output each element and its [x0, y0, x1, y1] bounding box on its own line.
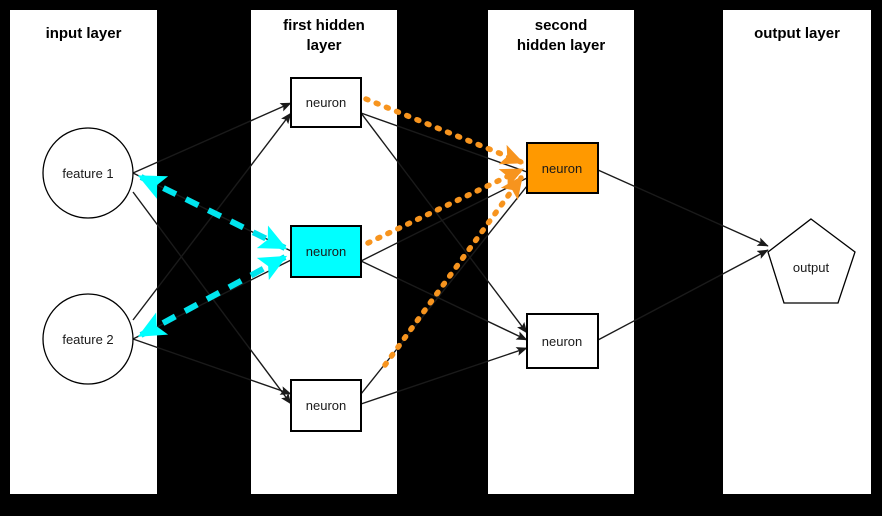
orange-arrow-hidden1-neuron2-to-hidden2-neuron1: [365, 167, 524, 246]
panel-hidden2-title-line-2: hidden layer: [517, 37, 606, 54]
node-feature-2[interactable]: feature 2: [42, 293, 134, 385]
highlight-arrows-orange: [363, 96, 525, 368]
output-label: output: [793, 260, 830, 275]
panel-hidden1-title-line-2: layer: [306, 37, 341, 54]
edge-h1n3-to-h2n2: [360, 347, 528, 405]
node-hidden1-neuron-3[interactable]: neuron: [290, 379, 362, 432]
hidden1-neuron-3-label: neuron: [306, 398, 346, 413]
edge-h1n1-to-h2n2: [360, 112, 528, 334]
feature-2-label: feature 2: [62, 332, 113, 347]
node-hidden1-neuron-1[interactable]: neuron: [290, 77, 362, 128]
feature-2-circle[interactable]: [42, 293, 134, 385]
node-output[interactable]: output: [767, 218, 856, 304]
edge-feature2-to-h1n3: [132, 338, 292, 395]
hidden1-neuron-3-box[interactable]: [290, 379, 362, 432]
node-hidden2-neuron-1-highlighted[interactable]: neuron: [526, 142, 599, 194]
hidden1-neuron-1-label: neuron: [306, 95, 346, 110]
panel-hidden1-title-line-1: first hidden: [283, 17, 365, 34]
panel-second-hidden-layer: second hidden layer: [488, 10, 634, 494]
node-hidden1-neuron-2-highlighted[interactable]: neuron: [290, 225, 362, 278]
edge-h1n2-to-h2n1: [360, 177, 528, 262]
edge-feature1-to-h1n1: [132, 102, 292, 174]
panel-input-title: input layer: [46, 25, 122, 42]
hidden2-neuron-1-label: neuron: [542, 161, 582, 176]
panel-input-background: [10, 10, 157, 494]
edge-h2n2-to-output: [597, 249, 769, 341]
node-hidden2-neuron-2[interactable]: neuron: [526, 313, 599, 369]
connection-lines-hidden2-to-output: [597, 169, 769, 341]
hidden2-neuron-2-label: neuron: [542, 334, 582, 349]
cyan-arrow-feature1-to-hidden1-neuron2: [137, 174, 288, 251]
connection-lines-hidden1-to-hidden2: [360, 112, 528, 405]
panel-output-title: output layer: [754, 25, 840, 42]
cyan-arrow-feature2-to-hidden1-neuron2: [137, 254, 288, 338]
panel-input-layer: input layer: [10, 10, 157, 494]
hidden2-neuron-2-box[interactable]: [526, 313, 599, 369]
edge-h2n1-to-output: [597, 169, 769, 247]
node-feature-1[interactable]: feature 1: [42, 127, 134, 219]
hidden1-neuron-2-label: neuron: [306, 244, 346, 259]
edge-h1n2-to-h2n2: [360, 260, 528, 341]
hidden1-neuron-1-box[interactable]: [290, 77, 362, 128]
hidden1-neuron-2-box[interactable]: [290, 225, 362, 278]
output-pentagon[interactable]: [767, 218, 856, 304]
panel-hidden2-background: [488, 10, 634, 494]
hidden2-neuron-1-box[interactable]: [526, 142, 599, 194]
feature-1-circle[interactable]: [42, 127, 134, 219]
panel-hidden2-title-line-1: second: [535, 17, 588, 34]
edge-h1n3-to-h2n1: [360, 185, 528, 395]
highlight-arrows-cyan: [137, 174, 288, 338]
feature-1-label: feature 1: [62, 166, 113, 181]
